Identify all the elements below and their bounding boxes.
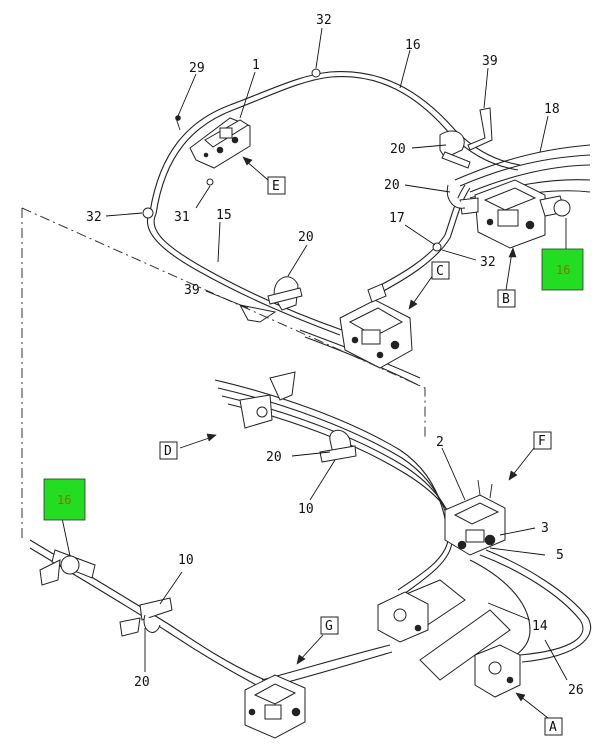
- view-box-b-frame: [497, 289, 516, 308]
- view-box-c: C: [436, 264, 444, 279]
- callout-20-b: 20: [384, 178, 400, 193]
- callout-39-top: 39: [482, 54, 498, 69]
- view-box-e: E: [272, 179, 280, 194]
- valve-mid-assembly: [377, 591, 429, 643]
- callout-10-a: 10: [298, 502, 314, 517]
- view-boxes: E C B D F G A: [159, 176, 563, 736]
- view-box-f: F: [538, 434, 546, 449]
- valve-a-assembly: [474, 644, 521, 698]
- callout-18: 18: [544, 102, 560, 117]
- callout-20-c: 20: [298, 230, 314, 245]
- callout-20-e: 20: [134, 675, 150, 690]
- callout-32-left: 32: [86, 210, 102, 225]
- view-box-a: A: [549, 720, 557, 735]
- callout-31: 31: [174, 210, 190, 225]
- view-box-d-frame: [159, 441, 178, 460]
- leader-lines: [61, 27, 568, 681]
- phantom-outline: [21, 207, 426, 540]
- valve-b-assembly: [459, 179, 571, 249]
- view-box-c-frame: [431, 261, 450, 280]
- callout-2: 2: [436, 435, 444, 450]
- callout-29: 29: [189, 61, 205, 76]
- upper-tube-assembly: [142, 68, 591, 386]
- view-box-a-frame: [544, 717, 563, 736]
- view-box-d: D: [164, 444, 172, 459]
- view-arrows: [179, 156, 549, 719]
- callout-1: 1: [252, 58, 260, 73]
- callout-26: 26: [568, 683, 584, 698]
- valve-g-assembly: [244, 674, 306, 739]
- callout-10-b: 10: [178, 553, 194, 568]
- valve-c-assembly: [339, 283, 413, 369]
- callout-3: 3: [541, 521, 549, 536]
- callout-39-left: 39: [184, 283, 200, 298]
- highlight-callout-left: 16: [57, 493, 71, 507]
- valve-f-assembly: [444, 479, 506, 556]
- highlight-box-right: [541, 248, 584, 291]
- view-box-g-frame: [320, 616, 339, 635]
- callout-15: 15: [216, 208, 232, 223]
- callout-32-right: 32: [480, 255, 496, 270]
- view-box-b: B: [502, 292, 510, 307]
- highlight-box-left: [43, 478, 86, 521]
- valve-e-assembly: [189, 117, 251, 169]
- view-box-e-frame: [267, 176, 286, 195]
- callout-5: 5: [556, 548, 564, 563]
- lower-tube-assembly: [29, 371, 592, 739]
- view-box-f-frame: [533, 431, 552, 450]
- callout-16: 16: [405, 38, 421, 53]
- callout-17: 17: [389, 211, 405, 226]
- callout-14: 14: [532, 619, 548, 634]
- callout-numbers: 29 1 32 16 39 18 20 20 31 32 15 20 17 32…: [86, 13, 584, 698]
- callout-20-d: 20: [266, 450, 282, 465]
- view-box-g: G: [325, 619, 333, 634]
- highlight-boxes: 16 16: [43, 248, 584, 521]
- highlight-callout-right: 16: [556, 263, 570, 277]
- callout-20-a: 20: [390, 142, 406, 157]
- callout-32-top: 32: [316, 13, 332, 28]
